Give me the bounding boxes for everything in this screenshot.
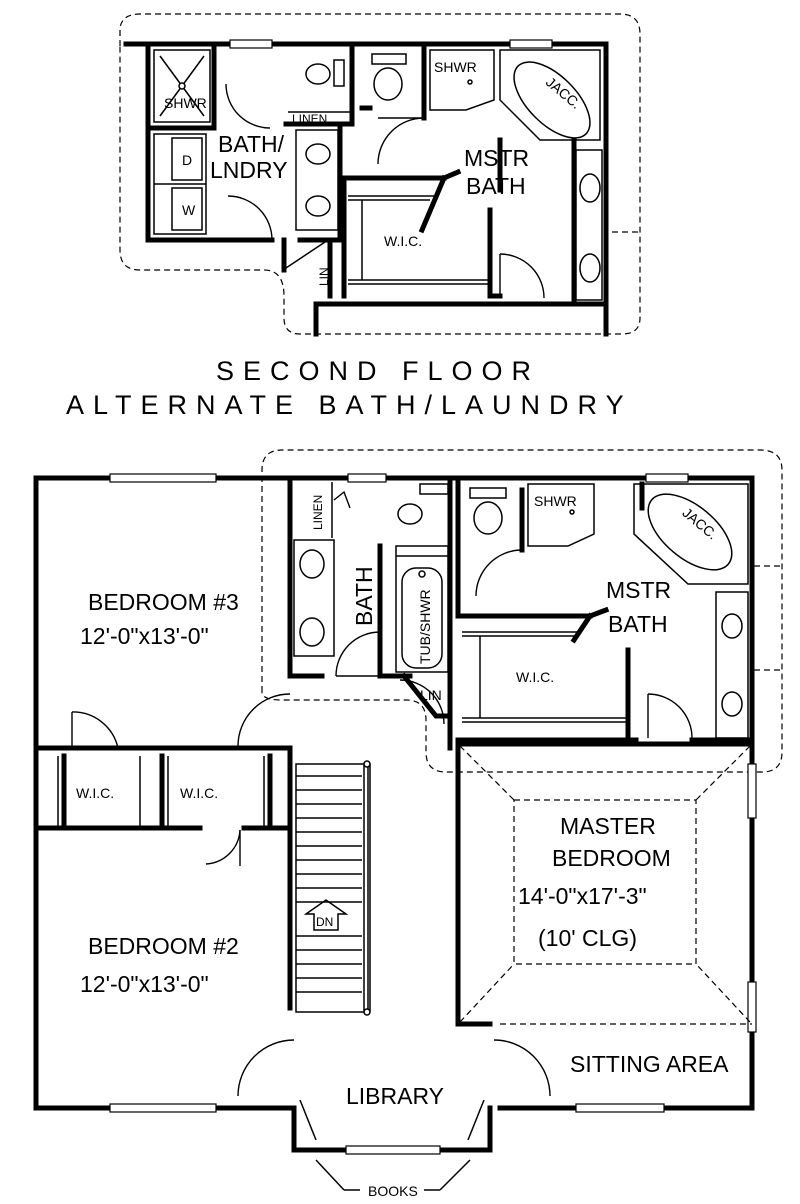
master-bedroom-size: 14'-0"x17'-3" bbox=[518, 883, 647, 909]
master-bath-label-2: BATH bbox=[608, 611, 668, 637]
bedroom-3-name: BEDROOM #3 bbox=[88, 589, 239, 615]
alt-shower-label: SHWR bbox=[164, 95, 207, 111]
bedroom-2-name: BEDROOM #2 bbox=[88, 933, 239, 959]
washer-label: W bbox=[182, 202, 196, 218]
alt-linen-label: LINEN bbox=[292, 112, 327, 126]
lin-label: LIN bbox=[420, 687, 442, 703]
caption-second-floor: SECOND FLOOR bbox=[216, 356, 540, 386]
bath-label: BATH bbox=[351, 566, 377, 626]
dryer-label: D bbox=[182, 152, 192, 168]
alt-master-label: MSTR bbox=[464, 145, 529, 171]
alt-laundry-label: LNDRY bbox=[210, 157, 288, 183]
alt-wic-label: W.I.C. bbox=[384, 233, 422, 249]
stairs-down-label: DN bbox=[316, 915, 333, 929]
second-floor-plan: BEDROOM #3 12'-0"x13'-0" LINEN BATH TUB/… bbox=[33, 449, 783, 1199]
master-bath-label-1: MSTR bbox=[606, 577, 671, 603]
wic-left-label: W.I.C. bbox=[76, 785, 114, 801]
master-shower-label: SHWR bbox=[534, 493, 577, 509]
master-bedroom-label-2: BEDROOM bbox=[552, 845, 671, 871]
alt-master-shower-label: SHWR bbox=[434, 59, 477, 75]
wic-right-label: W.I.C. bbox=[180, 785, 218, 801]
linen-label: LINEN bbox=[311, 495, 325, 530]
alt-lin-label: LIN bbox=[317, 267, 331, 286]
tub-shower-label: TUB/SHWR bbox=[417, 589, 433, 664]
library-label: LIBRARY bbox=[346, 1083, 444, 1109]
master-bedroom-ceiling: (10' CLG) bbox=[538, 925, 637, 951]
alt-master-bath-label: BATH bbox=[466, 173, 526, 199]
books-label: BOOKS bbox=[368, 1183, 418, 1199]
master-bedroom-label-1: MASTER bbox=[560, 813, 656, 839]
alternate-bath-laundry-plan: SHWR BATH/ LNDRY LINEN D W LIN SHWR JACC… bbox=[119, 13, 641, 337]
bedroom-3-size: 12'-0"x13'-0" bbox=[80, 623, 209, 649]
sitting-area-label: SITTING AREA bbox=[570, 1051, 729, 1077]
master-wic-label: W.I.C. bbox=[516, 669, 554, 685]
caption-alternate: ALTERNATE BATH/LAUNDRY bbox=[66, 390, 633, 420]
stair-treads bbox=[296, 775, 362, 993]
alt-bath-label: BATH/ bbox=[218, 131, 285, 157]
down-arrow-icon bbox=[303, 899, 349, 931]
bedroom-2-size: 12'-0"x13'-0" bbox=[80, 971, 209, 997]
